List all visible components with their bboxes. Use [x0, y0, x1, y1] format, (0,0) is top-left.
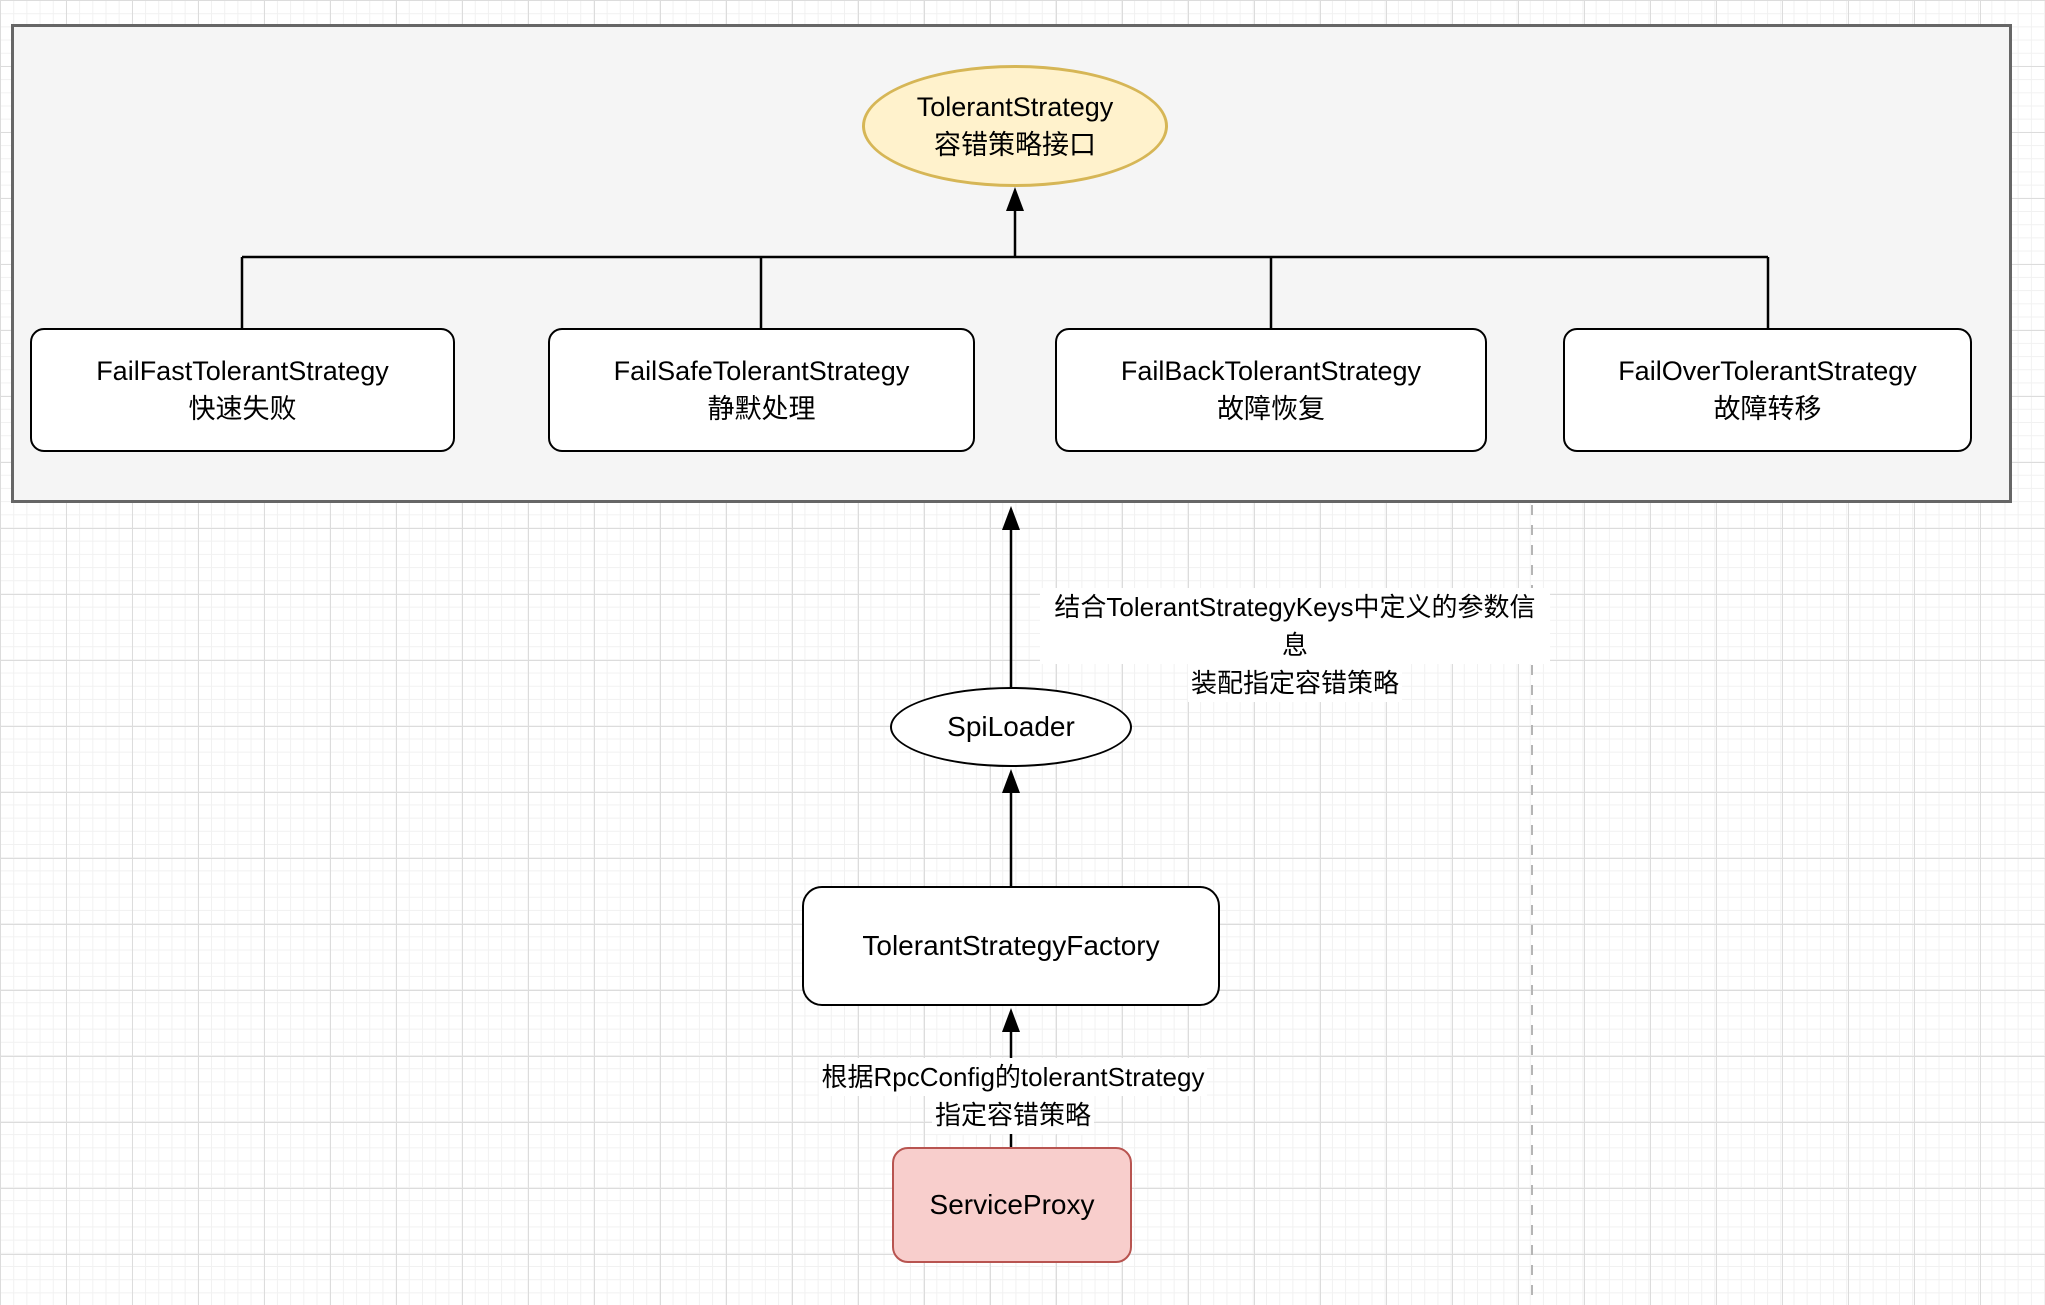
node-title: FailFastTolerantStrategy [96, 356, 389, 386]
node-title: TolerantStrategy [916, 92, 1114, 122]
fail-fast-strategy-node[interactable]: FailFastTolerantStrategy 快速失败 [30, 328, 455, 452]
spi-assembly-annotation[interactable]: 结合TolerantStrategyKeys中定义的参数信息 装配指定容错策略 [1040, 588, 1550, 702]
node-subtitle: 故障恢复 [1217, 394, 1325, 424]
node-title: TolerantStrategyFactory [862, 930, 1160, 961]
annotation-line: 装配指定容错策略 [1187, 664, 1402, 702]
node-subtitle: 故障转移 [1713, 394, 1822, 424]
node-title: FailOverTolerantStrategy [1618, 356, 1917, 386]
fail-back-strategy-node[interactable]: FailBackTolerantStrategy 故障恢复 [1055, 328, 1487, 452]
fail-safe-strategy-node[interactable]: FailSafeTolerantStrategy 静默处理 [548, 328, 975, 452]
annotation-line: 结合TolerantStrategyKeys中定义的参数信息 [1040, 588, 1550, 664]
service-proxy-node[interactable]: ServiceProxy [892, 1147, 1132, 1263]
tolerant-strategy-interface-node[interactable]: TolerantStrategy 容错策略接口 [862, 65, 1168, 187]
annotation-line: 根据RpcConfig的tolerantStrategy [818, 1058, 1208, 1096]
arrowhead-to-factory [1002, 1008, 1020, 1032]
node-title: FailBackTolerantStrategy [1120, 356, 1422, 386]
annotation-line: 指定容错策略 [931, 1096, 1094, 1134]
node-subtitle: 容错策略接口 [934, 130, 1096, 160]
node-title: ServiceProxy [929, 1189, 1095, 1220]
node-subtitle: 静默处理 [707, 394, 816, 424]
rpcconfig-annotation[interactable]: 根据RpcConfig的tolerantStrategy 指定容错策略 [770, 1058, 1256, 1134]
arrowhead-to-container [1002, 506, 1020, 530]
fail-over-strategy-node[interactable]: FailOverTolerantStrategy 故障转移 [1563, 328, 1972, 452]
tolerant-strategy-factory-node[interactable]: TolerantStrategyFactory [802, 886, 1220, 1006]
arrowhead-to-spiloader [1002, 769, 1020, 793]
node-subtitle: 快速失败 [188, 394, 297, 424]
node-title: FailSafeTolerantStrategy [613, 356, 910, 386]
spiloader-node[interactable]: SpiLoader [890, 687, 1132, 767]
node-title: SpiLoader [947, 711, 1075, 742]
